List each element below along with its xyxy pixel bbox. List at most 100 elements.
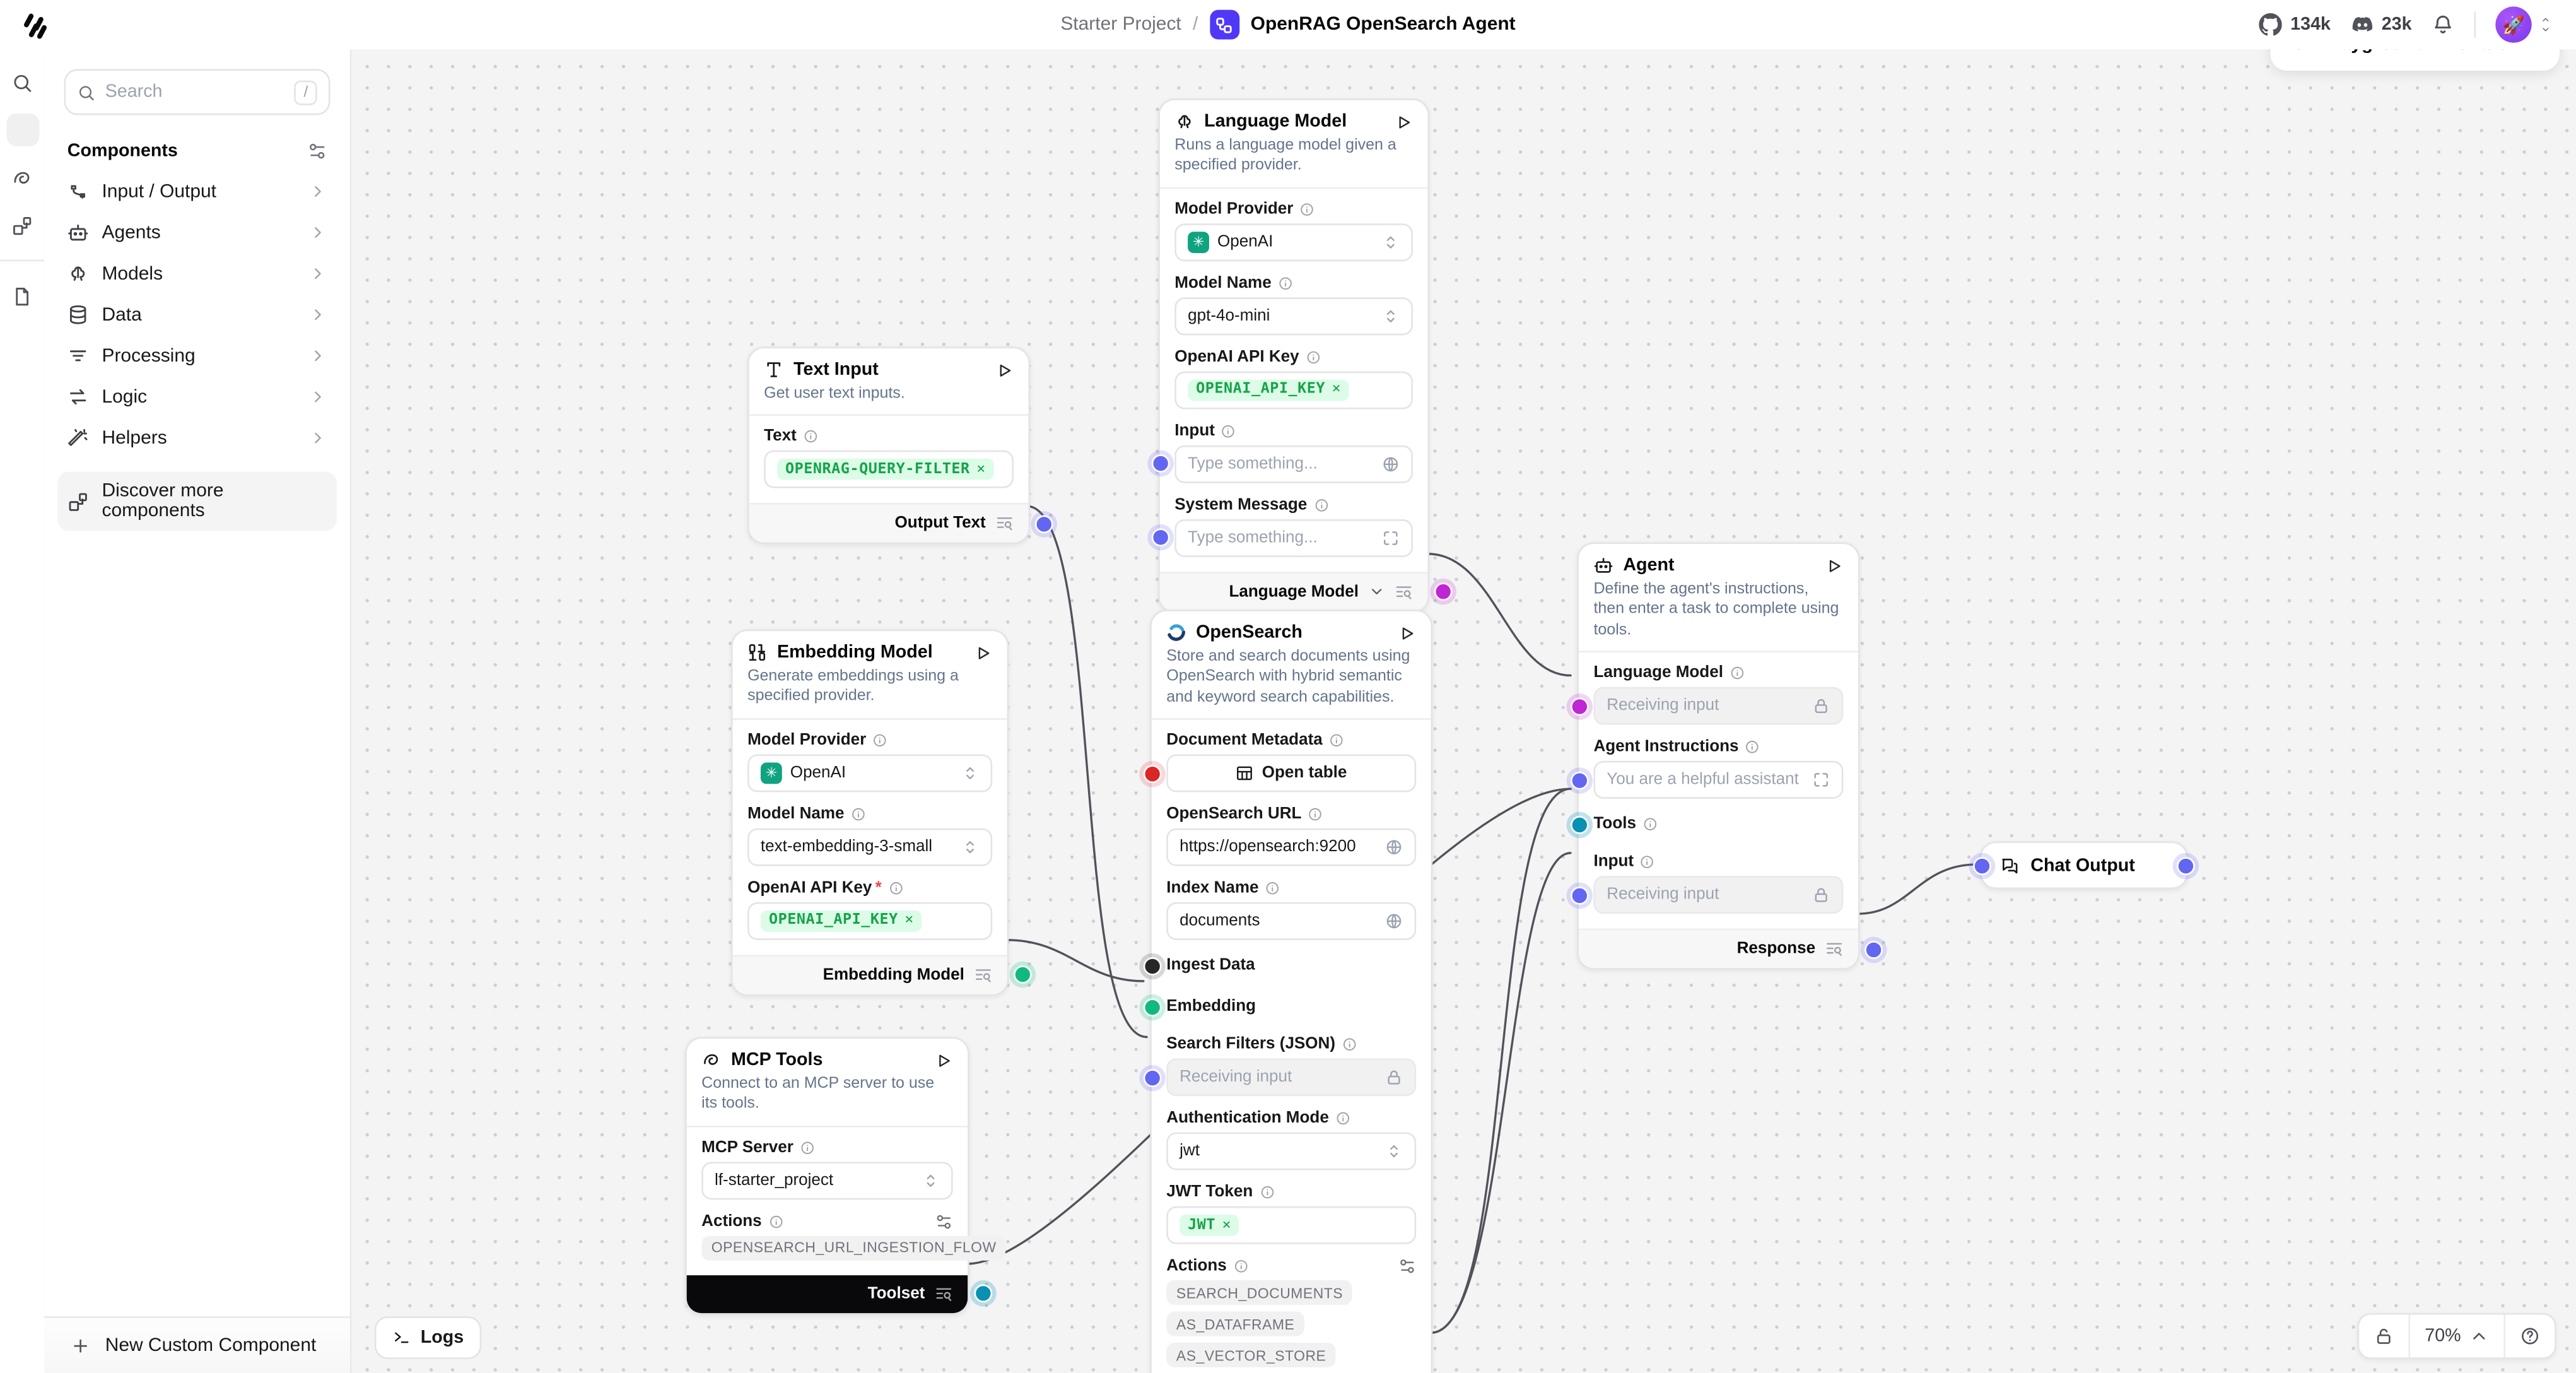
node-chat-output[interactable]: Chat Output	[1973, 841, 2195, 890]
breadcrumb-project[interactable]: Starter Project	[1060, 15, 1181, 35]
expand-icon[interactable]	[1381, 529, 1400, 548]
run-node-icon[interactable]	[1395, 112, 1413, 131]
chevron-down-icon[interactable]	[1369, 584, 1385, 601]
global-variable-tag[interactable]: OPENAI_API_KEY×	[760, 910, 922, 932]
field-label: Authentication Mode	[1166, 1110, 1329, 1128]
help-button[interactable]	[2503, 1314, 2555, 1357]
auth-mode-select[interactable]: jwt	[1166, 1133, 1417, 1171]
arrows-swap-icon	[67, 386, 89, 408]
agent-instructions-field[interactable]: You are a helpful assistant that can	[1593, 761, 1844, 799]
inspect-output-icon[interactable]	[1395, 583, 1413, 601]
sidebar-item-models[interactable]: Models	[57, 253, 337, 294]
avatar[interactable]: 🚀	[2495, 6, 2532, 43]
run-node-icon[interactable]	[1825, 557, 1844, 575]
inspect-output-icon[interactable]	[995, 515, 1014, 533]
cable-icon	[67, 181, 89, 203]
output-handle-response[interactable]	[1863, 940, 1882, 959]
inspect-output-icon[interactable]	[975, 966, 993, 984]
langflow-logo-icon[interactable]	[23, 11, 49, 39]
node-mcp-tools[interactable]: MCP Tools Connect to an MCP server to us…	[685, 1037, 1007, 1315]
model-provider-select[interactable]: ✳ OpenAI	[1174, 223, 1413, 261]
global-variable-tag[interactable]: OPENRAG-QUERY-FILTER×	[776, 459, 994, 481]
input-handle-search-filters[interactable]	[1142, 1069, 1161, 1087]
user-menu[interactable]: 🚀	[2495, 6, 2553, 43]
input-handle-instructions[interactable]	[1569, 771, 1588, 790]
index-name-input[interactable]: documents	[1166, 902, 1417, 941]
rail-bundles-button[interactable]	[6, 161, 38, 194]
run-node-icon[interactable]	[1398, 623, 1417, 642]
node-language-model[interactable]: Language Model Runs a language model giv…	[1150, 98, 1452, 613]
run-node-icon[interactable]	[995, 361, 1014, 379]
search-input[interactable]: Search /	[64, 69, 331, 115]
run-node-icon[interactable]	[975, 644, 993, 662]
output-handle-embedding[interactable]	[1012, 966, 1031, 984]
inspect-output-icon[interactable]	[935, 1285, 953, 1304]
sidebar-item-processing[interactable]: Processing	[57, 335, 337, 376]
node-text-input[interactable]: Text Input Get user text inputs. Text OP…	[747, 346, 1053, 545]
input-handle-ingest-data[interactable]	[1142, 957, 1161, 975]
zoom-level-button[interactable]: 70%	[2408, 1314, 2503, 1357]
output-label: Output Text	[894, 515, 986, 534]
edit-actions-icon[interactable]	[1398, 1258, 1417, 1276]
mcp-server-select[interactable]: lf-starter_project	[701, 1162, 953, 1200]
rail-search-button[interactable]	[6, 66, 38, 98]
required-marker: *	[875, 879, 882, 897]
node-embedding-model[interactable]: Embedding Model Generate embeddings usin…	[731, 629, 1031, 996]
input-handle-document-metadata[interactable]	[1142, 765, 1161, 783]
output-handle-text[interactable]	[1034, 515, 1053, 534]
jwt-token-input[interactable]: JWT×	[1166, 1206, 1417, 1245]
field-label: MCP Server	[701, 1138, 793, 1157]
node-opensearch[interactable]: OpenSearch Store and search documents us…	[1142, 610, 1433, 1373]
sidebar-item-logic[interactable]: Logic	[57, 376, 337, 417]
sidebar-item-data[interactable]: Data	[57, 294, 337, 335]
input-handle-language-model[interactable]	[1569, 697, 1588, 716]
model-name-select[interactable]: gpt-4o-mini	[1174, 297, 1413, 336]
sidebar-item-agents[interactable]: Agents	[57, 212, 337, 253]
github-stars[interactable]: 134k	[2259, 13, 2331, 36]
input-handle-system-message[interactable]	[1150, 529, 1169, 548]
input-text-field[interactable]: Type something...	[1174, 445, 1413, 483]
inspect-output-icon[interactable]	[1825, 941, 1844, 959]
input-handle-input[interactable]	[1569, 886, 1588, 905]
sidebar-item-input-output[interactable]: Input / Output	[57, 171, 337, 212]
globe-icon[interactable]	[1381, 455, 1400, 473]
open-table-button[interactable]: Open table	[1166, 755, 1417, 793]
lock-canvas-button[interactable]	[2359, 1314, 2408, 1357]
info-icon	[803, 430, 817, 444]
rail-components-button[interactable]	[6, 113, 39, 146]
run-node-icon[interactable]	[935, 1051, 953, 1070]
system-message-field[interactable]: Type something...	[1174, 519, 1413, 557]
notifications-bell-icon[interactable]	[2432, 13, 2454, 36]
globe-icon[interactable]	[1385, 913, 1403, 931]
discord-members[interactable]: 23k	[2350, 13, 2412, 36]
sidebar-item-helpers[interactable]: Helpers	[57, 418, 337, 459]
global-variable-tag[interactable]: OPENAI_API_KEY×	[1188, 379, 1350, 401]
opensearch-url-input[interactable]: https://opensearch:9200	[1166, 828, 1417, 867]
logs-button[interactable]: Logs	[374, 1315, 482, 1358]
rail-divider	[0, 259, 45, 262]
model-provider-select[interactable]: ✳ OpenAI	[747, 754, 993, 793]
node-agent[interactable]: Agent Define the agent's instructions, t…	[1569, 542, 1882, 970]
input-handle-input[interactable]	[1150, 455, 1169, 473]
input-handle-embedding[interactable]	[1142, 998, 1161, 1016]
expand-icon[interactable]	[1812, 772, 1830, 790]
output-handle-toolset[interactable]	[973, 1285, 992, 1304]
output-handle-language-model[interactable]	[1433, 583, 1452, 602]
edit-actions-icon[interactable]	[935, 1213, 953, 1231]
filter-settings-icon[interactable]	[307, 141, 327, 161]
new-custom-component-button[interactable]: New Custom Component	[44, 1315, 350, 1373]
input-handle-chat[interactable]	[1973, 856, 1991, 875]
api-key-input[interactable]: OPENAI_API_KEY×	[747, 902, 993, 940]
sidebar-item-discover[interactable]: Discover more components	[57, 471, 337, 531]
breadcrumb-separator: /	[1192, 15, 1198, 35]
input-handle-tools[interactable]	[1569, 815, 1588, 834]
global-variable-tag[interactable]: JWT×	[1180, 1215, 1240, 1237]
globe-icon[interactable]	[1385, 839, 1403, 857]
text-value-input[interactable]: OPENRAG-QUERY-FILTER×	[764, 451, 1014, 489]
model-name-select[interactable]: text-embedding-3-small	[747, 828, 993, 866]
api-key-input[interactable]: OPENAI_API_KEY×	[1174, 371, 1413, 410]
rail-notes-button[interactable]	[6, 280, 38, 312]
output-handle-chat[interactable]	[2177, 856, 2195, 875]
rail-addons-button[interactable]	[6, 209, 38, 242]
flow-canvas[interactable]	[349, 49, 2576, 1373]
